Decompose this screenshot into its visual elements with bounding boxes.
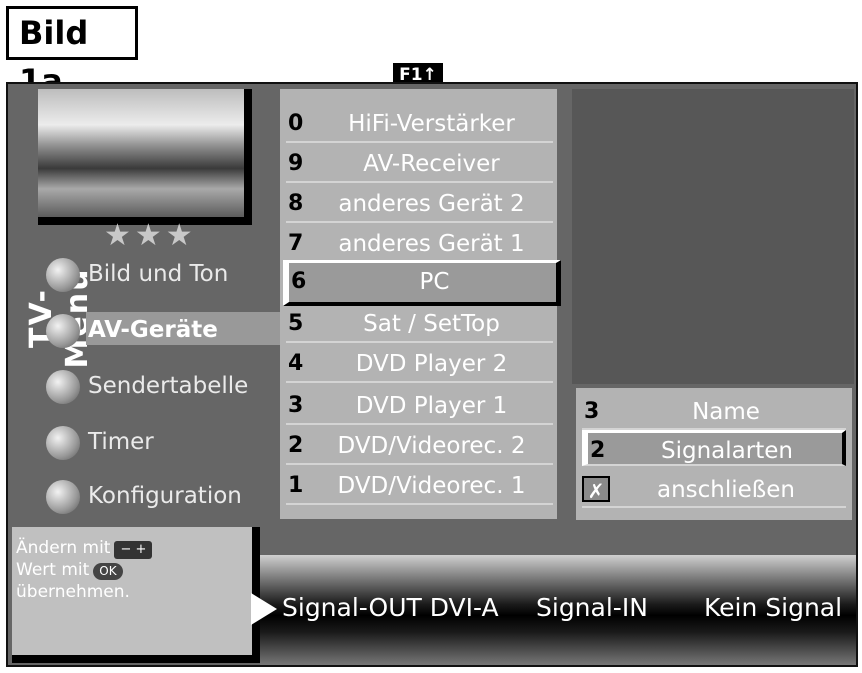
signal-in-label: Signal-IN [536,593,648,622]
hint-text: Ändern mit [16,538,111,558]
menu-item-label: Timer [88,429,154,455]
menu-bullet-icon [46,258,80,292]
signal-status-label: Kein Signal [704,593,843,622]
list-item[interactable]: 7 anderes Gerät 1 [286,225,553,263]
menu-item-sendertabelle[interactable]: Sendertabelle [44,366,274,406]
menu-item-label: Bild und Ton [88,261,229,287]
list-item[interactable]: 3 DVD Player 1 [286,387,553,425]
menu-item-label: AV-Geräte [88,317,218,343]
menu-bullet-icon [46,314,80,348]
menu-item-label: Sendertabelle [88,373,249,399]
hint-text: Wert mit [16,560,90,580]
menu-item-label: Konfiguration [88,483,242,509]
figure-caption: Bild 1a [6,6,138,100]
signal-out-label: Signal-OUT DVI-A [282,593,499,622]
list-item-selected-pc[interactable]: 6 PC [283,260,561,306]
submenu-item-anschliessen[interactable]: ✗ anschließen [582,472,846,508]
list-item[interactable]: 9 AV-Receiver [286,145,553,183]
rating-stars: ★★★ [104,218,197,253]
list-item[interactable]: 0 HiFi-Verstärker [286,105,553,143]
menu-item-bild-und-ton[interactable]: Bild und Ton [44,254,274,294]
ok-key-icon: OK [93,563,123,580]
list-item[interactable]: 5 Sat / SetTop [286,305,553,343]
submenu-item-signalarten[interactable]: 2 Signalarten [582,430,846,466]
checkbox-x-icon[interactable]: ✗ [582,476,610,503]
menu-item-av-geraete[interactable]: AV-Geräte [44,310,313,350]
pointer-arrow-icon [251,593,277,625]
minus-plus-key-icon: − + [114,541,153,559]
list-item[interactable]: 1 DVD/Videorec. 1 [286,467,553,505]
menu-bullet-icon [46,480,80,514]
hint-text: übernehmen. [16,582,130,602]
channel-preview-image [38,89,252,225]
menu-item-timer[interactable]: Timer [44,422,274,462]
list-item[interactable]: 4 DVD Player 2 [286,345,553,383]
submenu-item-name[interactable]: 3 Name [582,394,846,430]
menu-bullet-icon [46,370,80,404]
list-item[interactable]: 2 DVD/Videorec. 2 [286,427,553,465]
menu-bullet-icon [46,426,80,460]
signal-status-bar [260,555,856,665]
list-item[interactable]: 8 anderes Gerät 2 [286,185,553,223]
menu-item-konfiguration[interactable]: Konfiguration [44,476,274,516]
preview-area [572,89,854,384]
submenu-list: 3 Name 2 Signalarten ✗ anschließen [576,388,852,520]
